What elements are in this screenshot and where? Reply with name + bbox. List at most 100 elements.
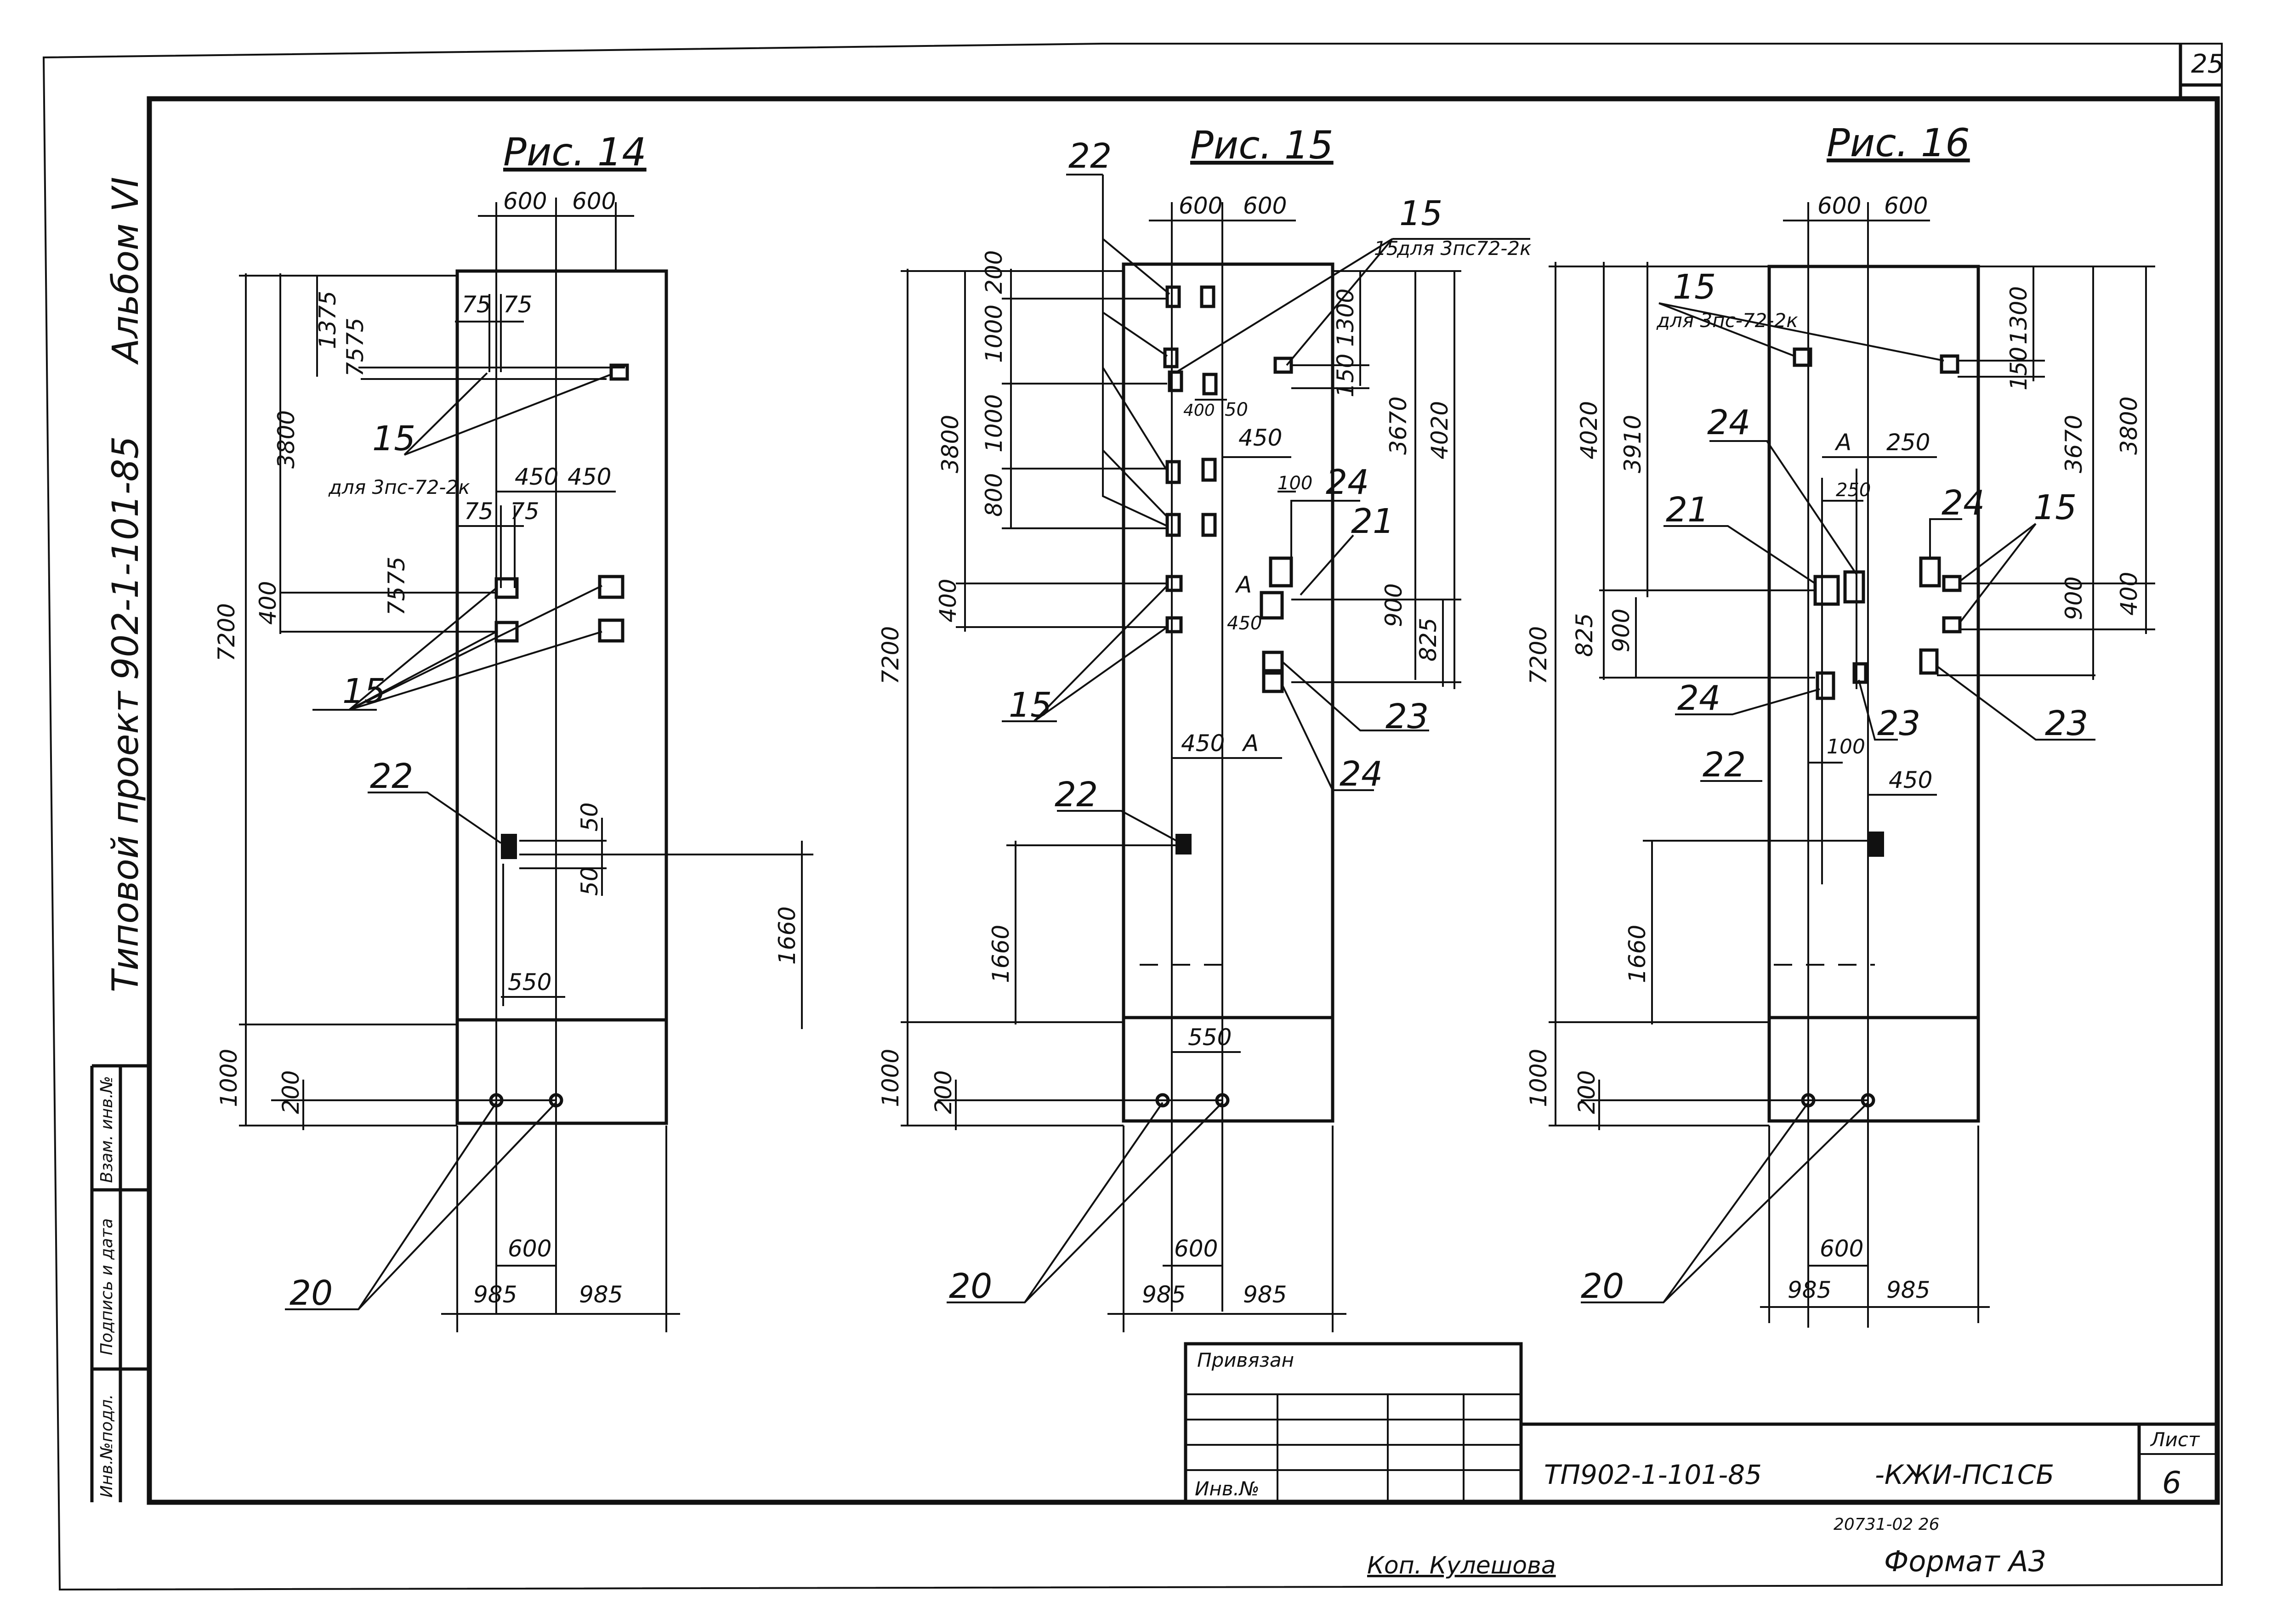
f14-dim-75c: 75	[464, 498, 494, 525]
f15-dim-4020: 4020	[1426, 401, 1453, 459]
figure-16-title: Рис. 16	[1827, 120, 1970, 165]
figure-14: Рис. 14 600 600 75 75 450 450 75 75	[213, 130, 813, 1332]
f16-dim-200: 200	[1573, 1070, 1600, 1114]
f16-callout-15a: 15	[1673, 267, 1716, 307]
f14-dim-450a: 450	[515, 464, 558, 490]
f15-dim-1000a: 1000	[981, 305, 1007, 363]
sheet-label: Лист	[2150, 1428, 2200, 1451]
f14-dim-3800: 3800	[273, 410, 300, 469]
f14-dim-75g: 75	[383, 556, 410, 586]
format-label: Формат А3	[1884, 1545, 2046, 1578]
f14-dim-985a: 985	[473, 1281, 517, 1308]
document-code: ТП902-1-101-85	[1544, 1459, 1762, 1490]
copied-by: Коп. Кулешова	[1367, 1552, 1556, 1579]
f16-callout-21: 21	[1666, 490, 1709, 530]
f15-dim-50s: 50	[1225, 399, 1248, 420]
f16-section-a: А	[1834, 429, 1851, 456]
side-stamp-cell-1: Инв.№подл.	[97, 1394, 116, 1498]
f16-note: для 3пс-72-2к	[1656, 309, 1798, 332]
f15-dim-3670: 3670	[1385, 396, 1412, 455]
f14-dim-75h: 75	[383, 586, 410, 616]
f14-dim-75b: 75	[503, 291, 533, 318]
f15-dim-825: 825	[1415, 618, 1442, 662]
album-label: Альбом VI	[105, 177, 147, 365]
f16-callout-23b: 23	[2045, 704, 2088, 743]
f15-callout-15a: 15	[1009, 685, 1052, 725]
side-stamp-cell-3: Взам. инв.№	[97, 1076, 116, 1183]
f16-dim-100: 100	[1827, 735, 1865, 758]
f16-callout-24c: 24	[1677, 679, 1720, 718]
f14-callout-20: 20	[290, 1273, 333, 1313]
document-suffix: -КЖИ-ПС1СБ	[1875, 1459, 2054, 1490]
title-block: Привязан Инв.№ ТП902-1-101-85 -КЖИ-ПС1СБ…	[1184, 1342, 2217, 1504]
f16-callout-23a: 23	[1877, 704, 1920, 743]
figure-14-title: Рис. 14	[503, 130, 647, 175]
f14-dim-200: 200	[278, 1070, 304, 1114]
f16-dim-825: 825	[1571, 613, 1598, 657]
f15-dim-top-1: 600	[1179, 192, 1222, 219]
f15-callout-21: 21	[1351, 502, 1394, 541]
sheet-number: 25	[2191, 49, 2224, 79]
f16-dim-600b: 600	[1820, 1235, 1863, 1262]
f16-dim-250b: 250	[1836, 480, 1871, 501]
figure-16: Рис. 16 600 600 72	[1525, 120, 2155, 1328]
f16-dim-1000: 1000	[1525, 1049, 1552, 1107]
f15-callout-23: 23	[1385, 697, 1429, 736]
figure-15: Рис. 15 600 600	[877, 123, 1532, 1332]
f16-dim-top-2: 600	[1884, 192, 1928, 219]
f15-dim-450b: 450	[1227, 613, 1262, 634]
f16-dim-985b: 985	[1886, 1277, 1930, 1303]
f14-dim-50a: 50	[576, 802, 603, 832]
f14-dim-50b: 50	[576, 866, 603, 896]
f15-dim-1000c: 1000	[877, 1049, 904, 1107]
linked-label: Привязан	[1197, 1349, 1294, 1371]
inventory-label: Инв.№	[1195, 1477, 1260, 1500]
f15-dim-7200: 7200	[877, 626, 904, 685]
f15-dim-450c: 450	[1181, 730, 1225, 757]
f15-dim-1660: 1660	[988, 925, 1014, 983]
f15-dim-400s: 400	[1183, 401, 1215, 420]
f15-dim-400: 400	[935, 579, 961, 622]
f16-dim-900a: 900	[1608, 609, 1635, 652]
f14-dim-550: 550	[508, 969, 551, 996]
f14-dim-75f: 75	[342, 347, 369, 377]
f16-dim-3800: 3800	[2116, 396, 2142, 455]
f16-dim-450: 450	[1889, 767, 1932, 793]
f16-dim-top-1: 600	[1817, 192, 1861, 219]
f16-dim-3910: 3910	[1619, 415, 1646, 473]
f15-dim-985a: 985	[1142, 1281, 1186, 1308]
f15-dim-1300: 1300	[1332, 289, 1359, 347]
f15-callout-15b: 15	[1399, 194, 1442, 233]
f14-dim-1375: 1375	[314, 291, 341, 349]
f15-callout-20: 20	[949, 1267, 992, 1306]
f15-dim-985b: 985	[1243, 1281, 1287, 1308]
f14-dim-400: 400	[255, 581, 281, 625]
f15-callout-24b: 24	[1340, 754, 1383, 794]
f15-dim-1000b: 1000	[981, 394, 1007, 453]
f14-dim-7200: 7200	[213, 603, 240, 662]
f14-dim-1000: 1000	[216, 1049, 242, 1107]
f15-dim-800: 800	[981, 473, 1007, 517]
f16-dim-985a: 985	[1788, 1277, 1831, 1303]
f16-callout-24b: 24	[1942, 483, 1985, 523]
f16-dim-3670: 3670	[2061, 415, 2087, 473]
f16-callout-20: 20	[1581, 1267, 1624, 1306]
f15-dim-150: 150	[1332, 354, 1359, 397]
f16-dim-7200: 7200	[1525, 626, 1552, 685]
figure-15-title: Рис. 15	[1190, 123, 1334, 168]
f15-dim-200b: 200	[930, 1070, 957, 1114]
f16-dim-250a: 250	[1886, 429, 1930, 456]
f14-dim-top-1: 600	[503, 188, 547, 215]
f16-dim-1660: 1660	[1624, 925, 1651, 983]
f15-note: 15	[1374, 237, 1398, 260]
f15-dim-550: 550	[1188, 1024, 1232, 1051]
f16-dim-150: 150	[2005, 347, 2032, 390]
f16-callout-24a: 24	[1707, 403, 1750, 442]
f15-callout-24a: 24	[1326, 463, 1369, 502]
f15-dim-450a: 450	[1238, 424, 1282, 451]
side-stamp: Взам. инв.№ Подпись и дата Инв.№подл. Ти…	[90, 177, 149, 1502]
f14-dim-985b: 985	[579, 1281, 623, 1308]
f14-callout-22: 22	[370, 757, 413, 796]
f15-callout-22b: 22	[1055, 775, 1098, 815]
